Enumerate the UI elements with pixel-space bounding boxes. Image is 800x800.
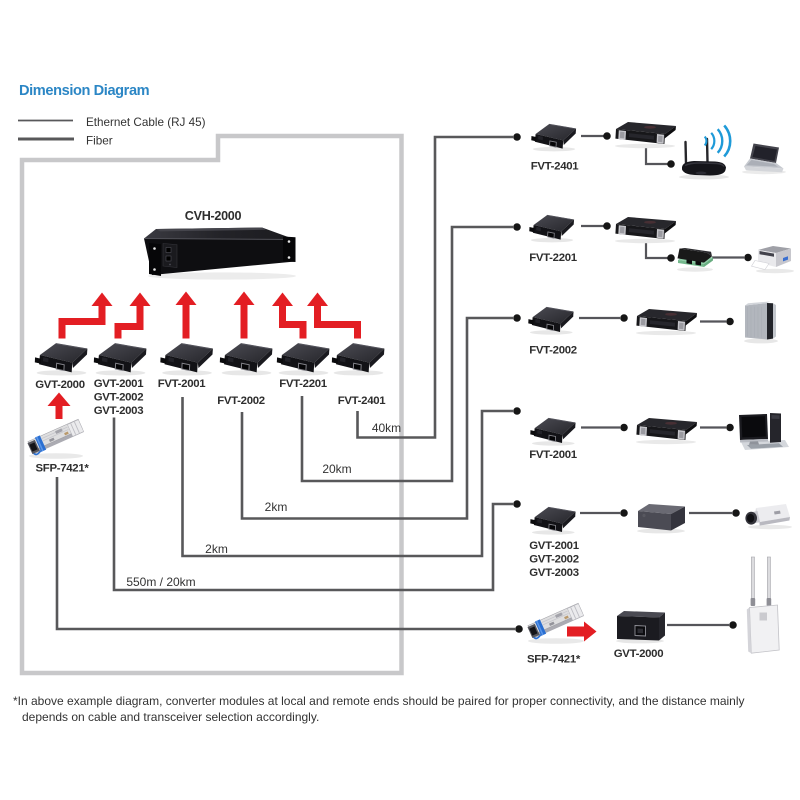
svg-text:SFP-7421*: SFP-7421* <box>527 654 581 666</box>
svg-text:GVT-2000: GVT-2000 <box>614 648 664 660</box>
svg-text:GVT-2003: GVT-2003 <box>94 405 144 417</box>
svg-text:GVT-2002: GVT-2002 <box>529 554 579 566</box>
svg-text:Ethernet Cable (RJ 45): Ethernet Cable (RJ 45) <box>86 116 206 129</box>
svg-text:*In above example diagram, con: *In above example diagram, converter mod… <box>13 694 745 708</box>
svg-text:Dimension Diagram: Dimension Diagram <box>19 83 150 99</box>
svg-text:GVT-2001: GVT-2001 <box>94 378 144 390</box>
svg-text:GVT-2002: GVT-2002 <box>94 392 144 404</box>
svg-text:depends on cable and transceiv: depends on cable and transceiver selecti… <box>22 710 319 724</box>
svg-text:2km: 2km <box>205 542 228 556</box>
svg-text:FVT-2401: FVT-2401 <box>338 395 387 407</box>
svg-text:2km: 2km <box>265 500 288 514</box>
svg-text:FVT-2002: FVT-2002 <box>529 345 577 357</box>
svg-text:FVT-2201: FVT-2201 <box>279 378 328 390</box>
svg-text:Fiber: Fiber <box>86 135 113 148</box>
svg-text:FVT-2001: FVT-2001 <box>158 378 207 390</box>
svg-text:SFP-7421*: SFP-7421* <box>35 463 89 475</box>
svg-text:FVT-2001: FVT-2001 <box>529 449 578 461</box>
svg-text:40km: 40km <box>372 421 401 435</box>
svg-text:20km: 20km <box>322 462 351 476</box>
svg-text:FVT-2401: FVT-2401 <box>531 161 580 173</box>
svg-text:FVT-2002: FVT-2002 <box>217 395 265 407</box>
svg-text:FVT-2201: FVT-2201 <box>529 252 578 264</box>
svg-text:GVT-2001: GVT-2001 <box>529 540 579 552</box>
svg-text:CVH-2000: CVH-2000 <box>185 209 242 223</box>
svg-text:GVT-2003: GVT-2003 <box>529 567 579 579</box>
svg-text:GVT-2000: GVT-2000 <box>35 379 85 391</box>
svg-text:550m / 20km: 550m / 20km <box>126 575 195 589</box>
